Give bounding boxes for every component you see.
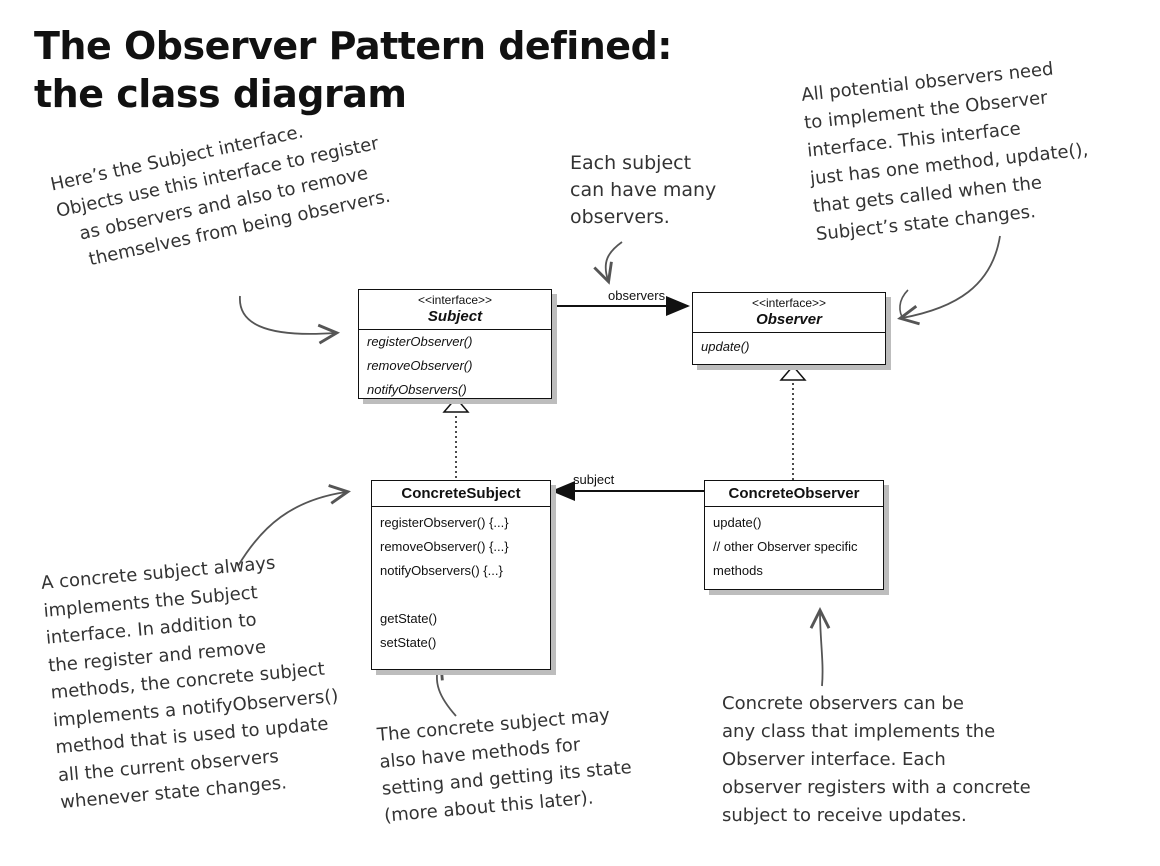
concrete-observers-note: Concrete observers can be any class that… bbox=[722, 690, 1031, 830]
concrete-observer-method: methods bbox=[713, 563, 763, 578]
subject-method: removeObserver() bbox=[367, 358, 473, 373]
subject-method: notifyObservers() bbox=[367, 382, 467, 397]
observer-stereotype: <<interface>> bbox=[751, 296, 827, 310]
subject-stereotype: <<interface>> bbox=[417, 293, 493, 307]
concrete-observer-header: ConcreteObserver bbox=[705, 481, 883, 507]
subject-interface-header: <<interface>> Subject bbox=[359, 290, 551, 330]
note-line: subject to receive updates. bbox=[722, 805, 967, 826]
concrete-observer-method: update() bbox=[713, 515, 762, 530]
observer-interface-note: All potential observers need to implemen… bbox=[800, 53, 1095, 249]
concrete-subject-class-name: ConcreteSubject bbox=[401, 485, 521, 502]
observer-class-name: Observer bbox=[756, 311, 822, 328]
note-line: Concrete observers can be bbox=[722, 693, 964, 714]
concrete-subject-note-arrow bbox=[237, 484, 351, 567]
note-line: observer registers with a concrete bbox=[722, 777, 1031, 798]
note-line: Observer interface. Each bbox=[722, 749, 946, 770]
state-note-arrow bbox=[424, 657, 457, 717]
concrete-subject-method: notifyObservers() {...} bbox=[380, 563, 503, 578]
concrete-observer-method: // other Observer specific bbox=[713, 539, 858, 554]
subject-class-name: Subject bbox=[427, 308, 483, 325]
concrete-observer-class-name: ConcreteObserver bbox=[728, 485, 860, 502]
concrete-subject-box: ConcreteSubject registerObserver() {...}… bbox=[371, 480, 551, 670]
subject-realization-triangle bbox=[442, 396, 470, 413]
observer-note-bracket bbox=[899, 289, 909, 321]
note-line: Each subject bbox=[570, 152, 692, 174]
many-observers-note: Each subject can have many observers. bbox=[570, 150, 716, 231]
note-line: observers. bbox=[570, 206, 670, 228]
concrete-subject-method: getState() bbox=[380, 611, 438, 626]
subject-association-label: subject bbox=[573, 472, 615, 487]
concrete-observers-note-arrow bbox=[809, 606, 831, 687]
concrete-observer-box: ConcreteObserver update() // other Obser… bbox=[704, 480, 884, 590]
state-methods-note: The concrete subject may also have metho… bbox=[376, 700, 635, 829]
concrete-subject-header: ConcreteSubject bbox=[372, 481, 550, 507]
subject-method: registerObserver() bbox=[367, 334, 473, 349]
title-line-2: the class diagram bbox=[34, 72, 407, 116]
many-observers-note-arrow bbox=[593, 241, 623, 285]
concrete-subject-note: A concrete subject always implements the… bbox=[40, 545, 347, 816]
note-line: any class that implements the bbox=[722, 721, 996, 742]
page-title: The Observer Pattern defined: the class … bbox=[34, 22, 672, 118]
subject-interface-box: <<interface>> Subject registerObserver()… bbox=[358, 289, 552, 399]
observer-realization-triangle bbox=[779, 364, 807, 381]
observer-interface-box: <<interface>> Observer update() bbox=[692, 292, 886, 365]
concrete-subject-method: setState() bbox=[380, 635, 437, 650]
observers-association-label: observers bbox=[608, 288, 666, 303]
concrete-subject-method: registerObserver() {...} bbox=[380, 515, 509, 530]
subject-note-arrow bbox=[239, 295, 341, 345]
title-line-1: The Observer Pattern defined: bbox=[34, 24, 672, 68]
concrete-subject-method: removeObserver() {...} bbox=[380, 539, 509, 554]
observer-note-arrow bbox=[897, 235, 1001, 326]
observer-interface-header: <<interface>> Observer bbox=[693, 293, 885, 333]
observer-method: update() bbox=[701, 339, 750, 354]
note-line: can have many bbox=[570, 179, 717, 201]
